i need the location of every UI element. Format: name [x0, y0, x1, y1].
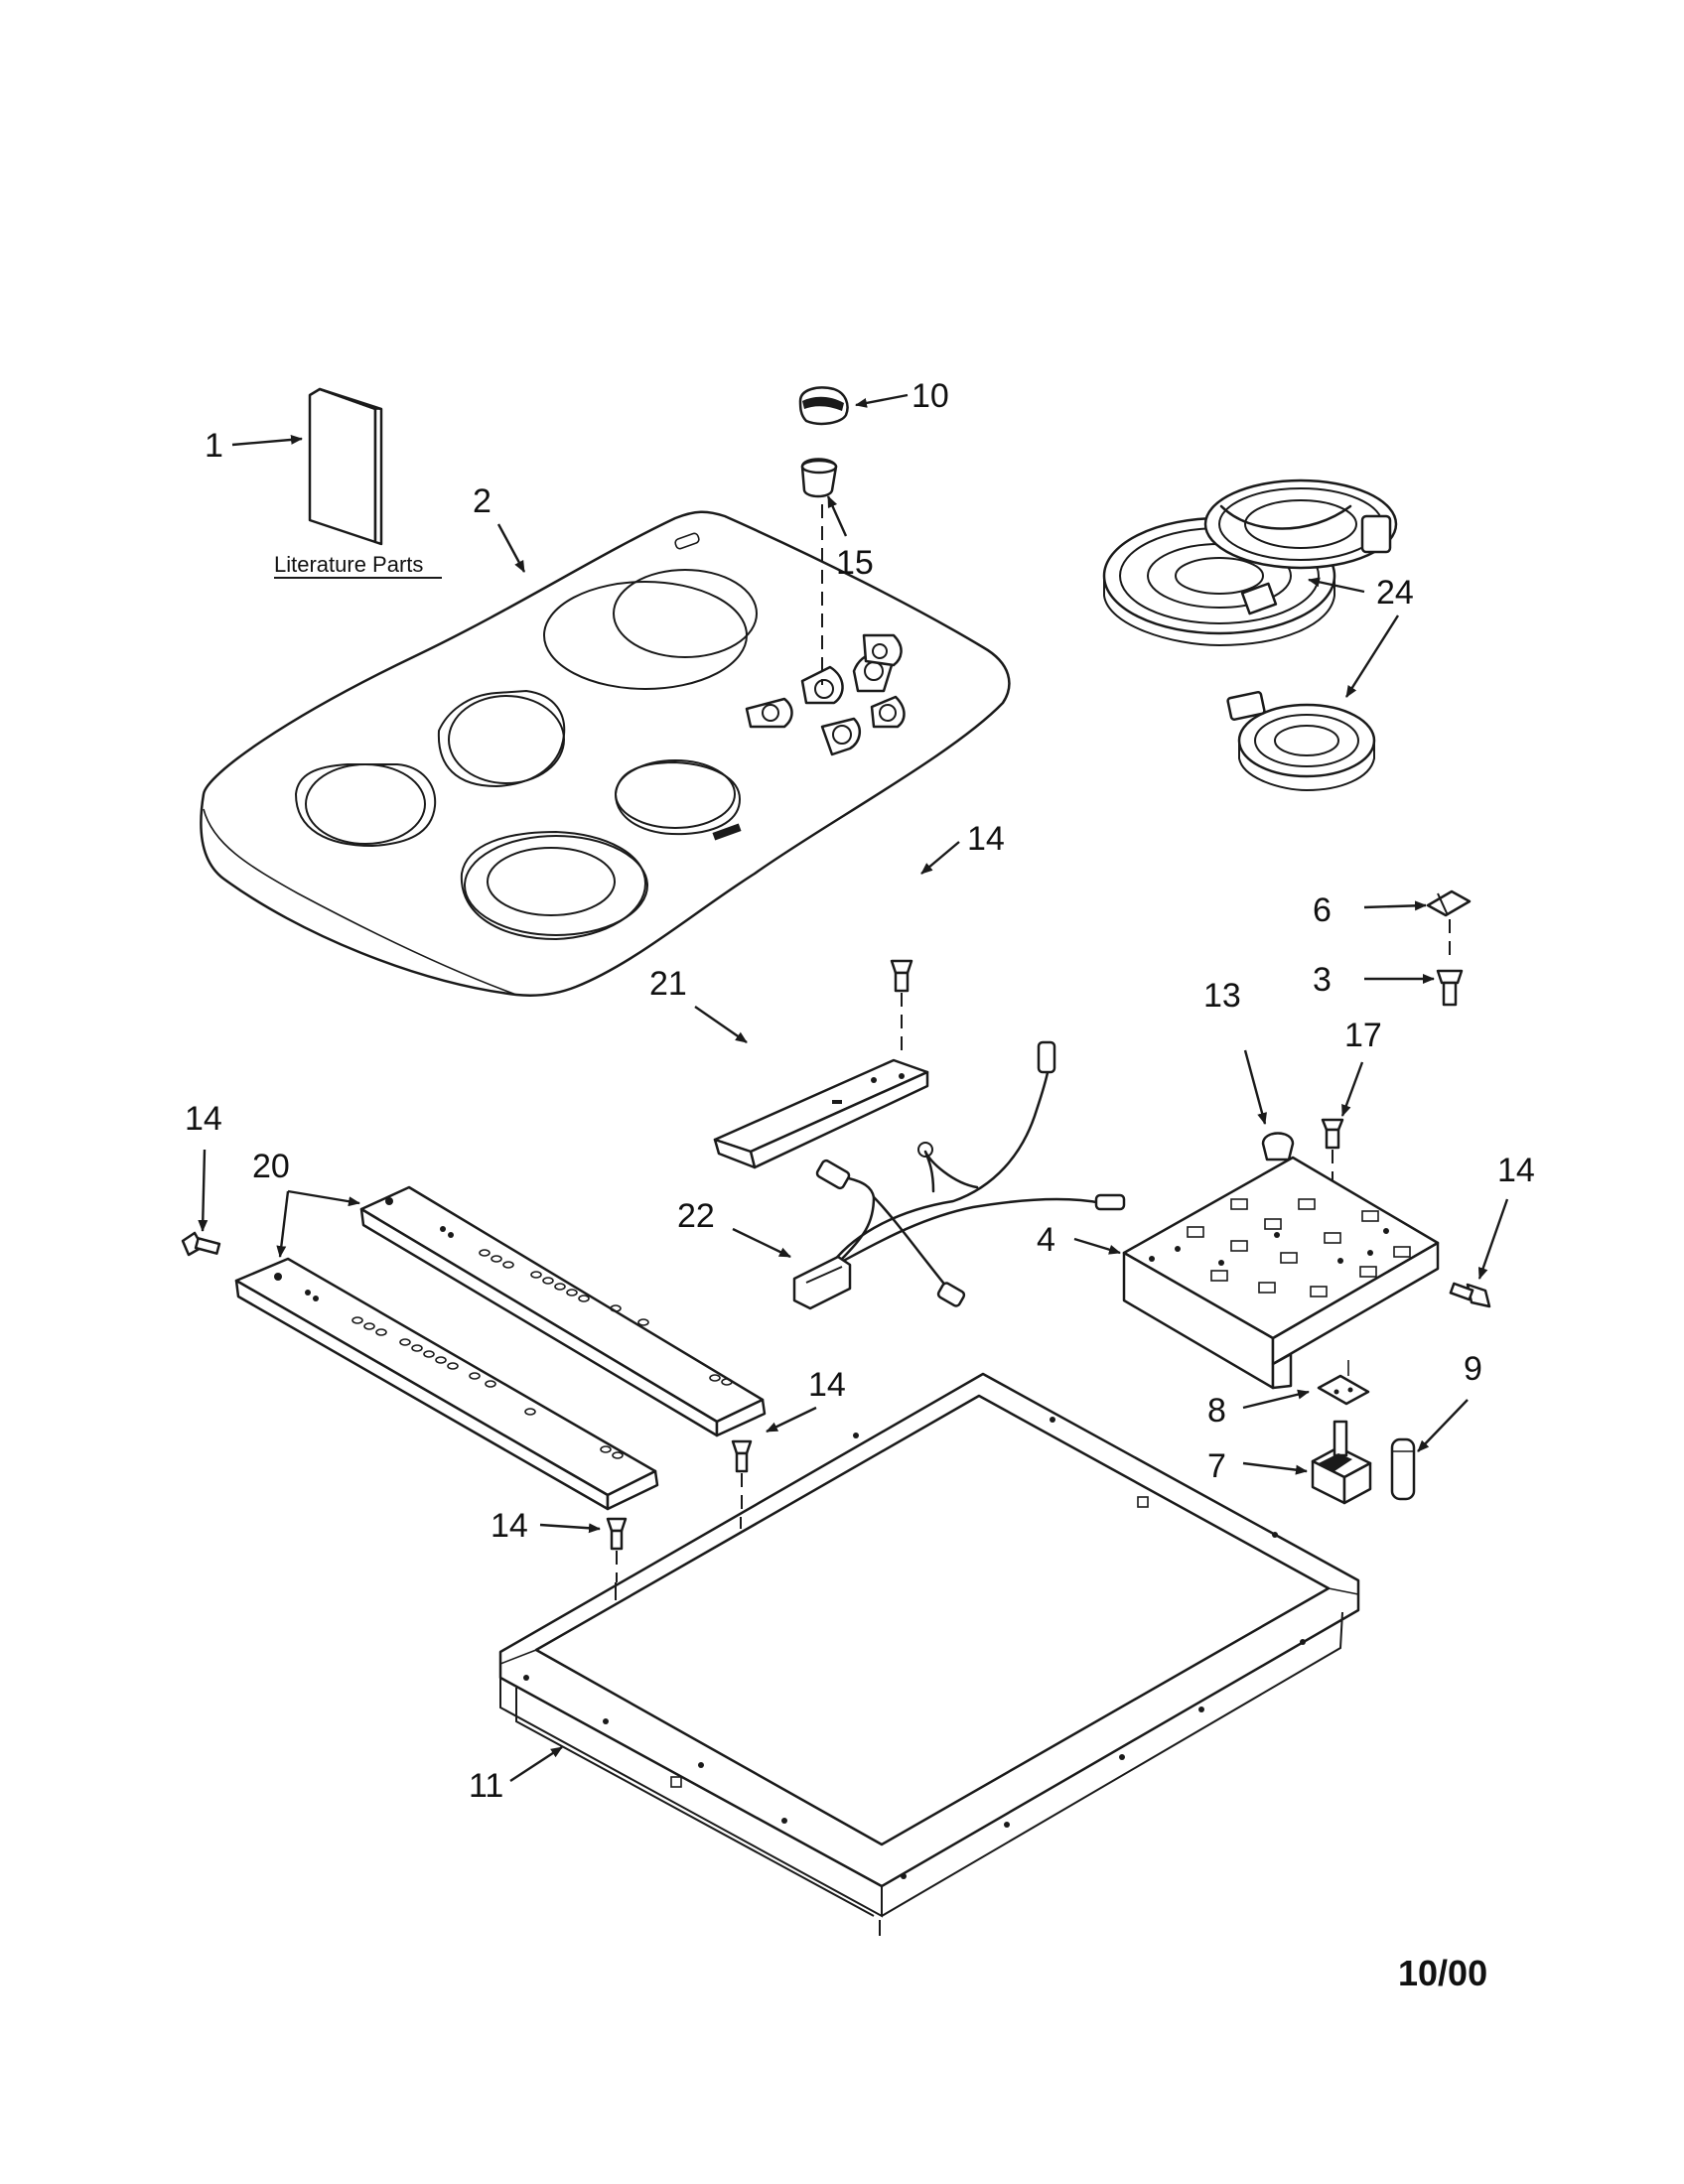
screw-14-frame-mid — [731, 1439, 753, 1473]
callout-14-frame-mid: 14 — [808, 1366, 846, 1404]
literature-parts-booklet — [308, 387, 383, 546]
control-box — [1122, 1156, 1440, 1390]
callout-14-top: 14 — [967, 820, 1005, 858]
side-rail-lower — [234, 1257, 659, 1511]
screw-14-box — [1449, 1282, 1491, 1308]
screw-14-top — [890, 959, 913, 993]
callout-14-left: 14 — [185, 1100, 222, 1138]
callout-4: 4 — [1037, 1221, 1055, 1259]
screw-17 — [1321, 1118, 1344, 1150]
leader-lines — [198, 393, 1509, 1783]
callout-22: 22 — [677, 1197, 715, 1235]
revision-date: 10/00 — [1398, 1953, 1487, 1993]
callout-7: 7 — [1207, 1447, 1226, 1485]
rail-slots-lower — [351, 1316, 624, 1459]
callout-24: 24 — [1376, 574, 1414, 612]
screw-14-frame-left — [606, 1517, 628, 1551]
rail-slots-upper — [479, 1249, 733, 1386]
cooktop-frame — [498, 1372, 1360, 1936]
wire-harness — [792, 1040, 1126, 1310]
callout-11: 11 — [469, 1767, 503, 1805]
plug-button — [1261, 1132, 1295, 1161]
callout-1: 1 — [205, 427, 223, 465]
callout-21: 21 — [649, 965, 687, 1003]
surface-element-large — [1102, 478, 1398, 647]
screw-part-3 — [1436, 969, 1464, 1007]
callout-10: 10 — [912, 377, 949, 415]
callout-3: 3 — [1313, 961, 1332, 999]
support-bracket — [713, 1058, 929, 1169]
literature-parts-caption: Literature Parts — [274, 552, 423, 577]
control-knob — [798, 386, 849, 426]
screw-14-left — [181, 1231, 221, 1257]
cooktop-glass — [200, 510, 1011, 997]
callout-labels: 1 2 10 15 24 14 6 3 21 13 17 14 20 14 22… — [185, 377, 1535, 1805]
callout-20: 20 — [252, 1148, 290, 1185]
callout-15: 15 — [836, 544, 874, 582]
callout-17: 17 — [1344, 1017, 1382, 1054]
relay-7 — [1311, 1420, 1372, 1505]
callout-2: 2 — [473, 482, 491, 520]
callout-13: 13 — [1203, 977, 1241, 1015]
callout-6: 6 — [1313, 891, 1332, 929]
callout-8: 8 — [1207, 1392, 1226, 1430]
callout-9: 9 — [1464, 1350, 1482, 1388]
fuse-9 — [1390, 1437, 1416, 1501]
knob-insert — [800, 458, 838, 498]
relay-plate-8 — [1317, 1374, 1370, 1406]
surface-element-small — [1226, 691, 1376, 792]
callout-14-frame-left: 14 — [491, 1507, 528, 1545]
callout-14-box: 14 — [1497, 1152, 1535, 1189]
bracket-clip — [1426, 889, 1472, 917]
side-rail-upper — [359, 1185, 767, 1437]
